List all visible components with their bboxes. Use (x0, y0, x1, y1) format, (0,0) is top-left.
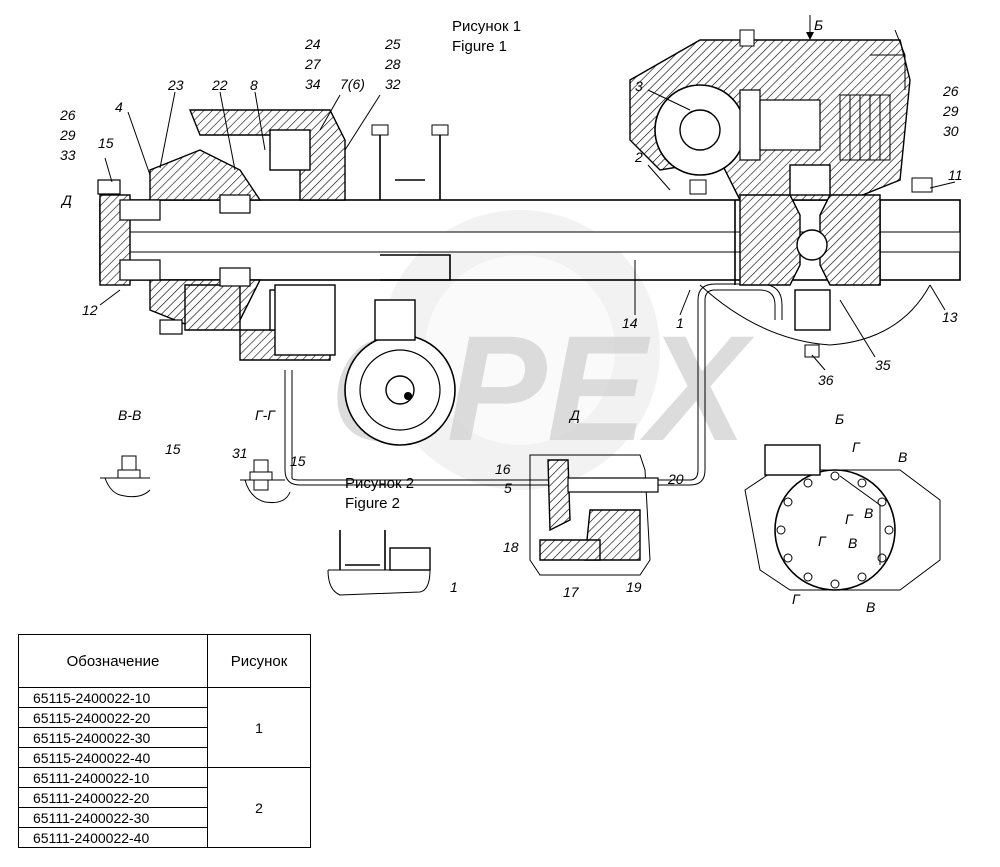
callout-label: 3 (635, 78, 643, 94)
view-label-b: Б (835, 411, 844, 427)
callout-label: 27 (304, 56, 322, 72)
table-row: 65115-2400022-10 1 (18, 687, 311, 768)
table-row: 65111-2400022-40 (18, 827, 311, 848)
figure2-bracket (327, 530, 431, 596)
callout-label: 1 (450, 579, 458, 595)
designation-cell: 65115-2400022-30 (18, 727, 208, 748)
marker-b: Б (814, 17, 823, 33)
callout-label: 4 (115, 99, 123, 115)
callout-label: 26 (59, 107, 76, 123)
figure2-caption-ru: Рисунок 2 (345, 475, 414, 492)
designation-cell: 65111-2400022-20 (18, 787, 208, 808)
section-gg-view (240, 459, 291, 503)
callout-label: 33 (60, 147, 76, 163)
callout-label: 15 (290, 453, 306, 469)
callout-label: 14 (622, 315, 638, 331)
callout-label: 23 (167, 77, 184, 93)
callout-label: 19 (626, 579, 642, 595)
callout-label: 29 (59, 127, 76, 143)
figure-cell: 2 (207, 767, 311, 848)
callout-label: 31 (232, 445, 248, 461)
section-bb-view (100, 455, 151, 498)
designation-cell: 65115-2400022-40 (18, 747, 208, 768)
callout-label: 32 (385, 76, 401, 92)
header-designation: Обозначение (18, 634, 208, 688)
spring-bracket (371, 124, 451, 281)
callout-label: 15 (98, 135, 114, 151)
callout-label: В (898, 449, 907, 465)
callout-label: Г (792, 591, 801, 607)
callout-label: 8 (250, 77, 258, 93)
figure1-caption-en: Figure 1 (452, 38, 507, 55)
callout-label: В (848, 535, 857, 551)
callout-label: В (866, 599, 875, 615)
callout-label: 20 (667, 471, 684, 487)
detail-d-seal (529, 454, 659, 576)
callout-label: Г (845, 511, 854, 527)
table-header-row: Обозначение Рисунок (18, 634, 311, 688)
flange-bolt-holes (776, 471, 894, 589)
designation-cell: 65111-2400022-30 (18, 807, 208, 828)
view-b-flange (744, 444, 941, 591)
callout-label: 12 (82, 302, 98, 318)
designation-cell: 65111-2400022-40 (18, 827, 208, 848)
callout-label: 22 (211, 77, 228, 93)
figure-cell: 1 (207, 687, 311, 768)
callout-label: Г (818, 533, 827, 549)
callout-label: 11 (948, 167, 963, 183)
callout-label: 30 (943, 123, 959, 139)
callout-label: 28 (384, 56, 401, 72)
brake-pipe (284, 283, 783, 486)
designation-cell: 65115-2400022-10 (18, 687, 208, 708)
callout-label: 26 (942, 83, 959, 99)
designation-table: Обозначение Рисунок 65115-2400022-10 1 6… (18, 634, 311, 848)
callout-label: 13 (942, 309, 958, 325)
designation-cell: 65111-2400022-10 (18, 767, 208, 788)
section-label-d: Д (568, 407, 580, 423)
figure2-caption-en: Figure 2 (345, 495, 400, 512)
table-row: 65111-2400022-10 2 (18, 767, 311, 848)
callout-label: 15 (165, 441, 181, 457)
callout-label: 24 (304, 36, 321, 52)
designation-cell: 65115-2400022-20 (18, 707, 208, 728)
brake-chamber (274, 284, 456, 446)
callout-label: 34 (305, 76, 321, 92)
differential-housing (629, 15, 933, 358)
marker-d: Д (60, 192, 72, 208)
callout-label: 16 (495, 461, 511, 477)
callout-label: 17 (563, 584, 580, 600)
leader-lines (99, 89, 956, 371)
callout-label: 29 (942, 103, 959, 119)
callout-label: 25 (384, 36, 401, 52)
section-label-gg: Г-Г (255, 407, 276, 423)
table-row: 65115-2400022-30 (18, 727, 311, 748)
callout-label: Г (852, 439, 861, 455)
callout-label: 18 (503, 539, 519, 555)
header-figure: Рисунок (207, 634, 311, 688)
callout-label: 7(6) (340, 76, 365, 92)
table-row: 65115-2400022-20 (18, 707, 311, 728)
table-row: 65111-2400022-20 (18, 787, 311, 808)
callout-label: 35 (875, 357, 891, 373)
callout-labels: 26 29 33 15 4 23 22 8 24 27 34 7(6) 25 2… (59, 36, 963, 615)
callout-label: 5 (504, 480, 512, 496)
left-hub-assembly (97, 109, 346, 361)
figure1-caption-ru: Рисунок 1 (452, 18, 521, 35)
callout-label: 1 (676, 315, 684, 331)
callout-label: В (864, 505, 873, 521)
callout-label: 2 (634, 149, 643, 165)
callout-label: 36 (818, 372, 834, 388)
section-label-bb: В-В (118, 407, 141, 423)
